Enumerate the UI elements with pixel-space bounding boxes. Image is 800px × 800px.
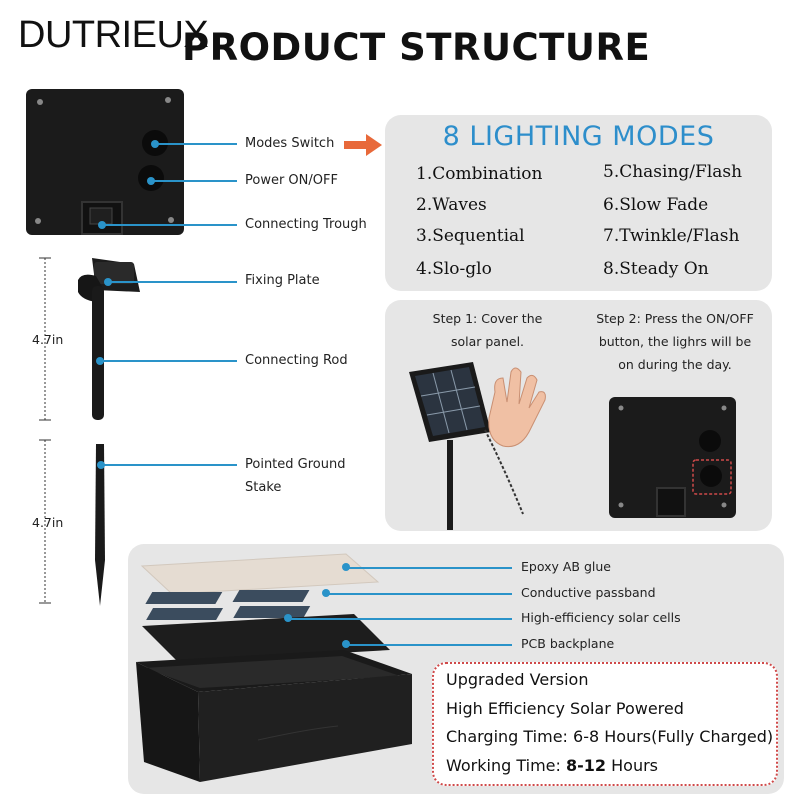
arrow-icon <box>344 134 382 156</box>
upgrade-line3: Charging Time: 6-8 Hours(Fully Charged) <box>446 727 774 746</box>
solar-cell <box>232 590 310 602</box>
label-conductive-passband: Conductive passband <box>521 585 656 600</box>
step1-text: Step 1: Cover the solar panel. <box>432 311 543 349</box>
label-fixing-plate: Fixing Plate <box>245 273 320 288</box>
page-title: PRODUCT STRUCTURE <box>182 26 651 69</box>
pcb-layer <box>142 614 390 662</box>
power-button-highlight <box>692 459 732 495</box>
label-modes-switch: Modes Switch <box>245 136 335 151</box>
label-connecting-rod: Connecting Rod <box>245 353 348 368</box>
label-solar-cells: High-efficiency solar cells <box>521 610 681 625</box>
mode-item: 8.Steady On <box>603 259 709 279</box>
solar-cell <box>145 592 223 604</box>
upgrade-line4: Working Time: 8-12 Hours <box>446 756 658 775</box>
mode-item: 6.Slow Fade <box>603 195 709 215</box>
ground-stake <box>95 444 105 606</box>
mode-item: 7.Twinkle/Flash <box>603 226 740 246</box>
label-pointed-ground: Pointed Ground <box>245 457 346 472</box>
upgrade-info-box: Upgraded Version High Efficiency Solar P… <box>432 662 778 786</box>
control-box <box>26 89 184 235</box>
label-power-onoff: Power ON/OFF <box>245 173 338 188</box>
upgrade-line1: Upgraded Version <box>446 670 589 689</box>
control-box-step2 <box>609 397 736 518</box>
mode-item: 3.Sequential <box>416 226 525 246</box>
label-pcb-backplane: PCB backplane <box>521 636 615 651</box>
mode-item: 1.Combination <box>416 164 543 184</box>
solar-cell <box>146 608 224 620</box>
steps-panel: Step 1: Cover the solar panel. Step 2: P… <box>385 300 772 531</box>
connecting-rod <box>92 286 104 420</box>
upgrade-line2: High Efficiency Solar Powered <box>446 699 684 718</box>
hand-icon <box>488 367 546 448</box>
brand-logo-text: DUTRIEUX <box>18 14 209 56</box>
modes-title: 8 LIGHTING MODES <box>442 121 715 152</box>
epoxy-layer <box>140 553 380 595</box>
mode-item: 2.Waves <box>416 195 487 215</box>
solar-cell <box>233 606 311 618</box>
lighting-modes-panel: 8 LIGHTING MODES 1.Combination 2.Waves 3… <box>385 115 772 291</box>
label-stake: Stake <box>245 480 282 495</box>
mode-item: 4.Slo-glo <box>416 259 492 279</box>
step2-text: Step 2: Press the ON/OFF button, the lig… <box>596 311 754 372</box>
steps-illustration <box>409 362 736 530</box>
mode-item: 5.Chasing/Flash <box>603 162 743 182</box>
label-connecting-trough: Connecting Trough <box>245 217 367 232</box>
label-epoxy: Epoxy AB glue <box>521 559 611 574</box>
layers-illustration <box>136 553 412 782</box>
dimension-stake: 4.7in <box>32 515 64 530</box>
solar-panel-icon <box>409 362 524 530</box>
dimension-rod: 4.7in <box>32 332 64 347</box>
